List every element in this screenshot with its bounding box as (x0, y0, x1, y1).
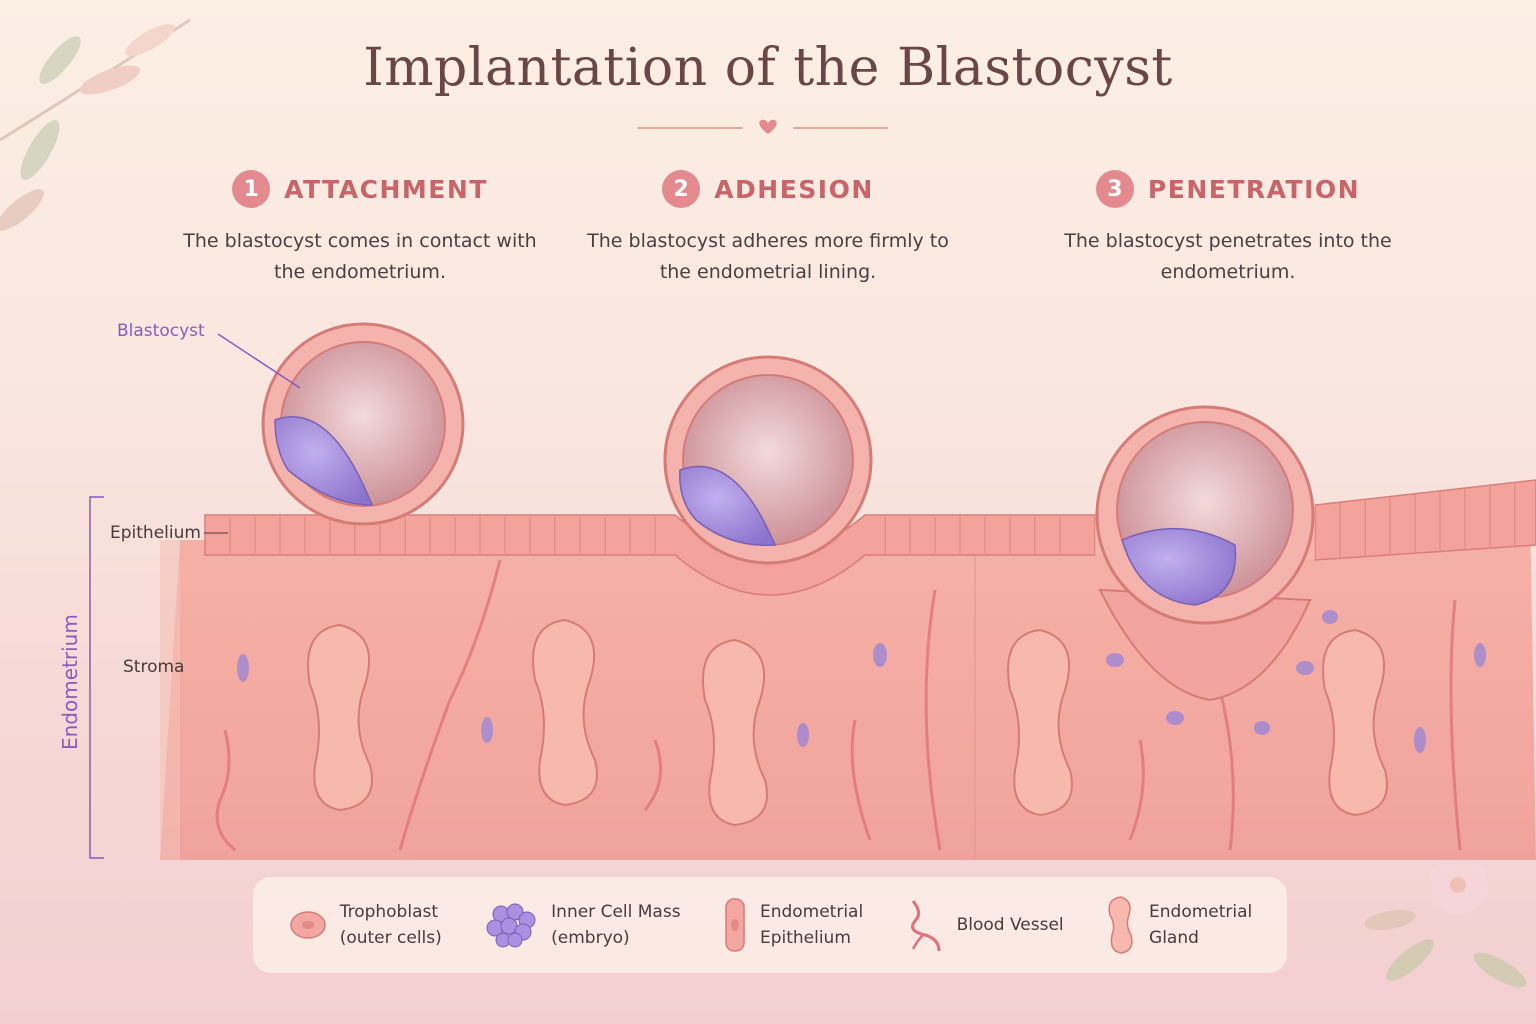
title-divider (638, 119, 888, 134)
step-description: The blastocyst adheres more firmly to th… (587, 230, 949, 283)
legend-line1: Endometrial (1149, 902, 1253, 922)
legend-line2: (outer cells) (339, 928, 442, 948)
legend-line2: Gland (1149, 928, 1199, 948)
legend-line2: (embryo) (551, 928, 630, 948)
step-attachment: 1 ATTACHMENT The blastocyst comes in con… (150, 170, 570, 288)
endometrial-glands (307, 618, 1388, 827)
blastocyst-attachment (261, 322, 465, 526)
blastocyst-penetration (1095, 405, 1315, 702)
legend-item-epithelium: Endometrial Epithelium (722, 897, 863, 953)
blastocyst-adhesion (663, 355, 873, 565)
stroma-label: Stroma (123, 657, 185, 677)
endometrium-label: Endometrium (58, 614, 82, 750)
blastocyst-label: Blastocyst (117, 321, 205, 341)
legend-item-gland: Endometrial Gland (1105, 895, 1252, 955)
step-title: ADHESION (714, 174, 874, 204)
page-title: Implantation of the Blastocyst (363, 38, 1173, 98)
scattered-cells (237, 610, 1486, 753)
legend-line1: Blood Vessel (956, 915, 1064, 935)
blood-vessel-icon (910, 900, 941, 952)
legend-line1: Inner Cell Mass (551, 902, 681, 922)
heart-icon (759, 119, 777, 134)
step-description: The blastocyst comes in contact with the… (183, 230, 537, 283)
endometrial-epithelium-icon (725, 898, 745, 952)
blood-vessels (215, 559, 1462, 852)
step-adhesion: 2 ADHESION The blastocyst adheres more f… (558, 170, 978, 288)
legend-item-trophoblast: Trophoblast (outer cells) (288, 899, 442, 951)
legend-item-blood-vessel: Blood Vessel (905, 897, 1064, 953)
step-number: 3 (1095, 170, 1134, 208)
legend: Trophoblast (outer cells) Inner Cell Mas… (253, 877, 1287, 973)
inner-cell-mass-icon (486, 903, 536, 948)
legend-line1: Endometrial (759, 902, 864, 922)
step-penetration: 3 PENETRATION The blastocyst penetrates … (1018, 170, 1438, 288)
step-description: The blastocyst penetrates into the endom… (1064, 230, 1392, 283)
legend-item-inner-cell-mass: Inner Cell Mass (embryo) (483, 899, 681, 951)
step-title: ATTACHMENT (284, 174, 488, 204)
step-number: 2 (662, 170, 701, 208)
step-number: 1 (232, 170, 271, 208)
epithelium-label: Epithelium (110, 523, 201, 543)
legend-line2: Epithelium (759, 928, 851, 948)
step-title: PENETRATION (1147, 174, 1361, 204)
trophoblast-icon (289, 911, 326, 939)
legend-line1: Trophoblast (339, 902, 439, 922)
endometrial-gland-icon (1108, 896, 1133, 954)
